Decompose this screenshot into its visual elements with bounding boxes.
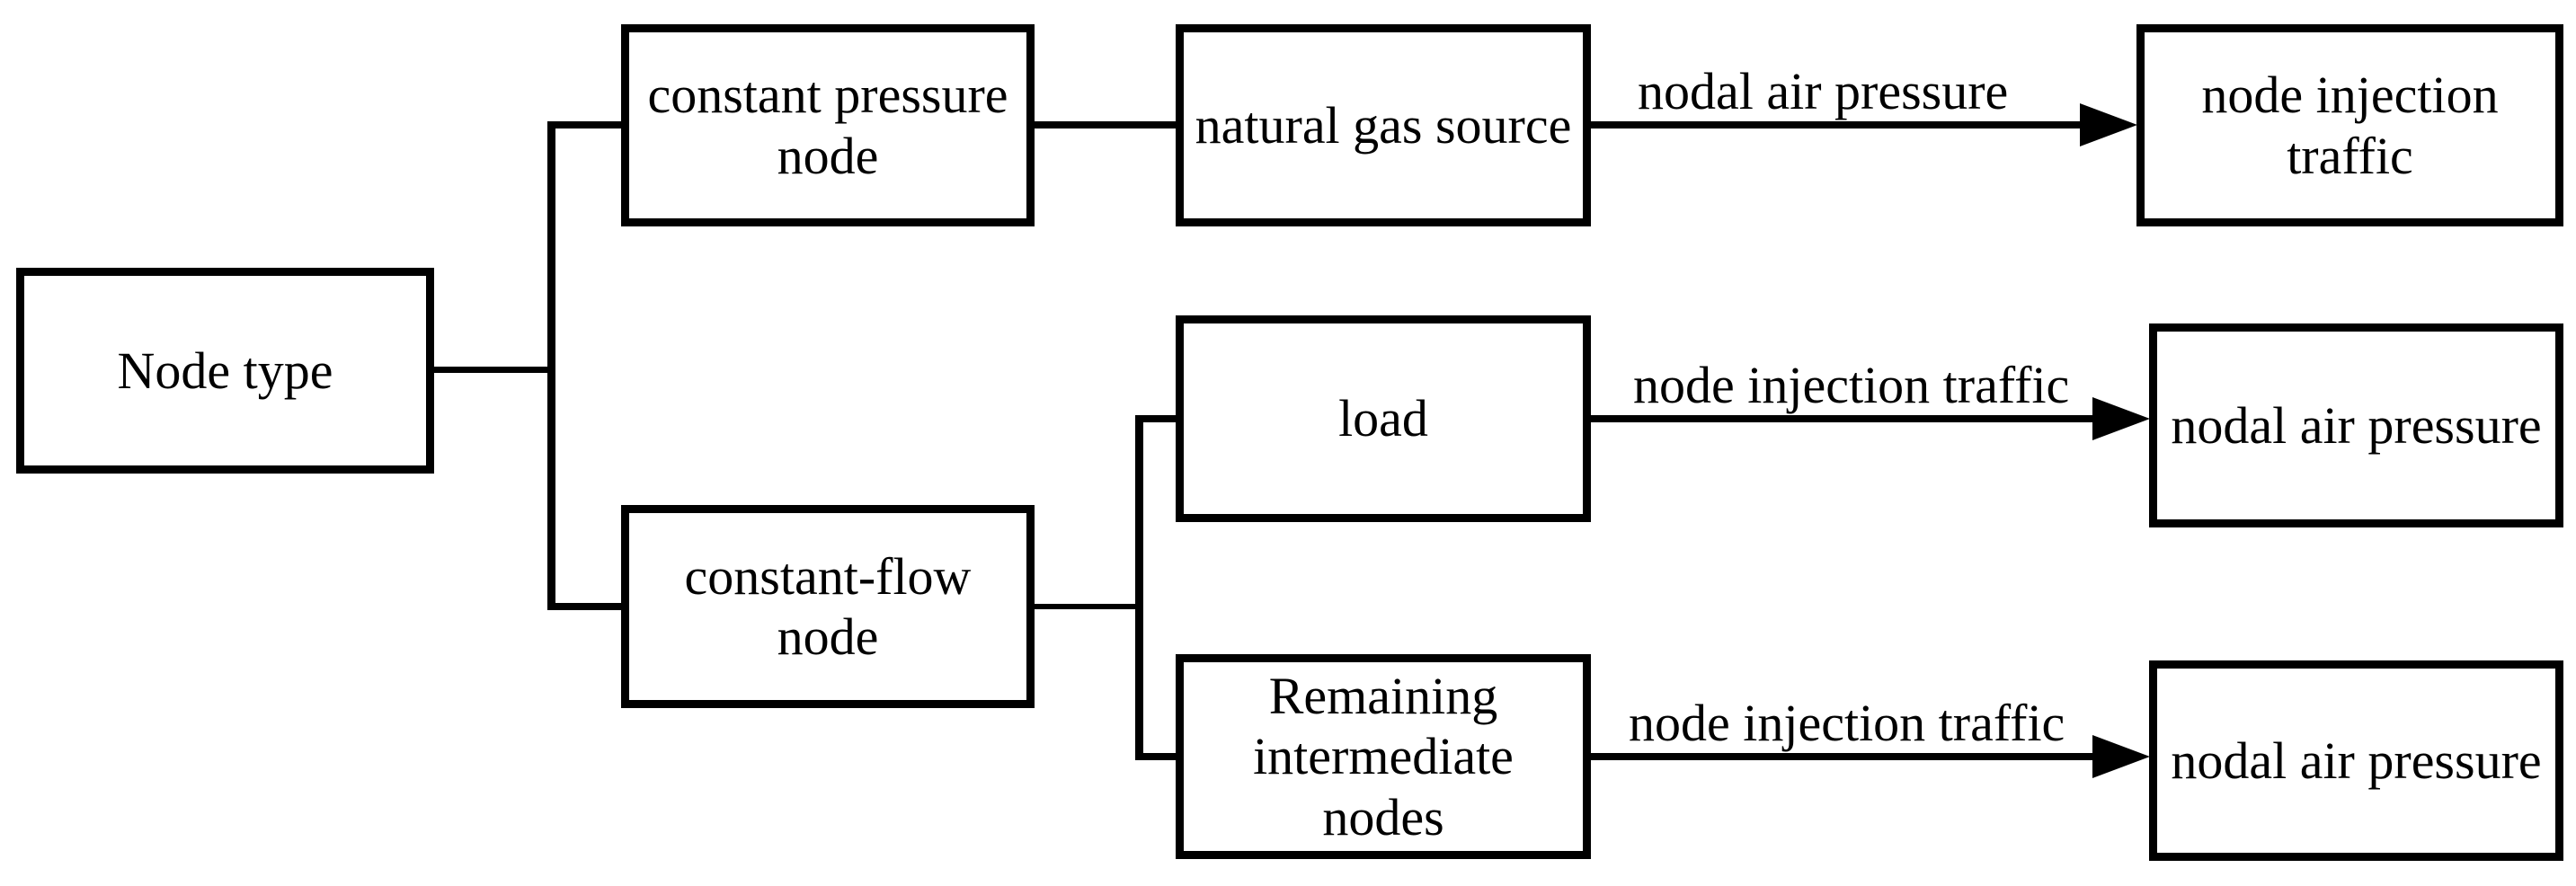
connector-trunk-to-load — [1135, 415, 1176, 422]
connector-trunk-to-constant-pressure — [547, 121, 621, 128]
node-box-nodal-air-pressure-bottom: nodal air pressure — [2149, 660, 2563, 861]
arrow-source-to-injection-stem — [1591, 121, 2082, 128]
connector-flow-to-trunk — [1034, 604, 1143, 609]
node-box-node-injection-traffic: node injection traffic — [2136, 24, 2563, 226]
edge-label-nodal-air-pressure: nodal air pressure — [1638, 62, 2009, 120]
trunk1-vertical-line — [547, 121, 555, 610]
node-box-constant-flow-node: constant-flow node — [621, 505, 1035, 708]
connector-trunk-to-constant-flow — [547, 603, 621, 610]
edge-label-node-injection-traffic-bottom: node injection traffic — [1629, 694, 2065, 752]
arrow-load-to-pressure-head-icon — [2092, 397, 2150, 440]
node-box-natural-gas-source: natural gas source — [1176, 24, 1591, 226]
arrow-source-to-injection-head-icon — [2080, 103, 2137, 146]
connector-trunk-to-remaining — [1135, 753, 1176, 760]
arrow-load-to-pressure-stem — [1591, 415, 2100, 422]
arrow-remaining-to-pressure-head-icon — [2092, 735, 2150, 778]
node-box-constant-pressure-node: constant pressure node — [621, 24, 1035, 226]
node-box-load: load — [1176, 315, 1591, 522]
node-box-remaining-intermediate-nodes: Remaining intermediate nodes — [1176, 654, 1591, 859]
trunk2-vertical-line — [1135, 415, 1143, 760]
connector-node-type-to-trunk — [433, 367, 555, 373]
edge-label-node-injection-traffic-mid: node injection traffic — [1633, 356, 2070, 414]
node-box-nodal-air-pressure-mid: nodal air pressure — [2149, 323, 2563, 527]
arrow-remaining-to-pressure-stem — [1591, 753, 2100, 760]
node-box-node-type: Node type — [16, 268, 434, 474]
connector-pressure-to-source — [1034, 121, 1176, 128]
